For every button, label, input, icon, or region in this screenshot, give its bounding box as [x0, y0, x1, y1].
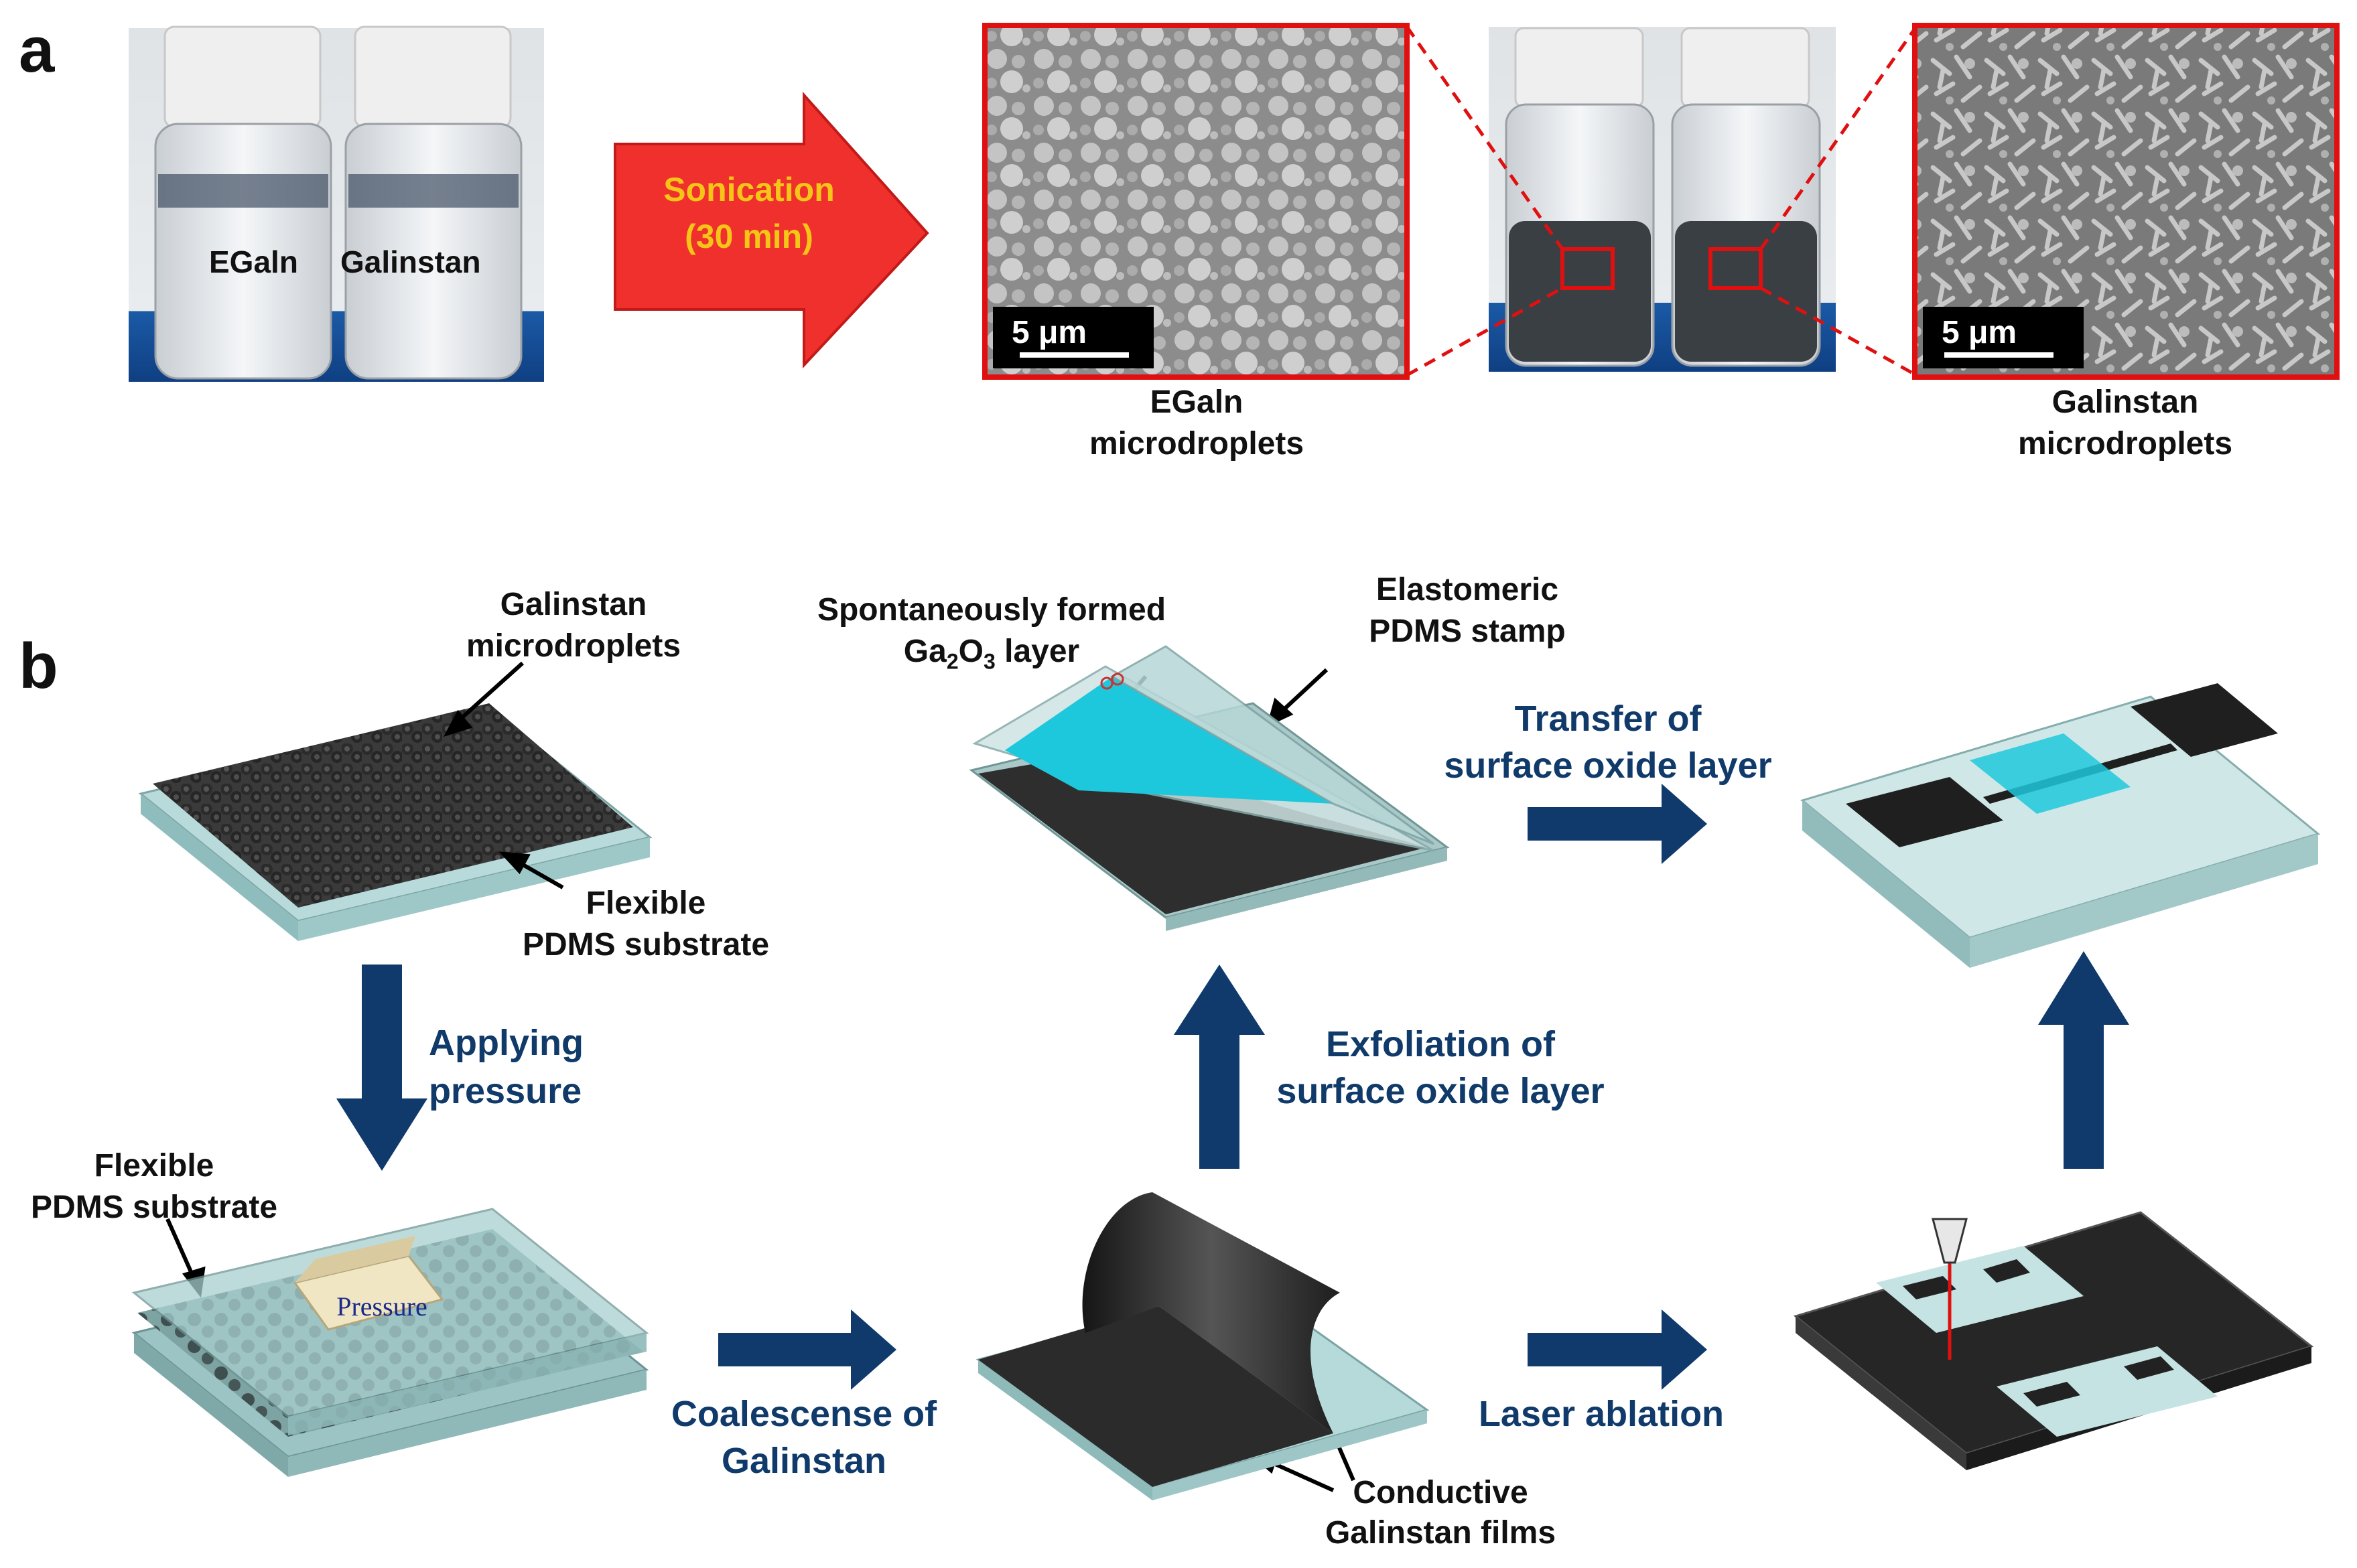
sonication-label: Sonication [663, 171, 835, 208]
panel-b-letter: b [19, 630, 58, 702]
droplet-substrate-illustration [138, 703, 653, 941]
label-coalescence-2: Galinstan [721, 1441, 887, 1481]
pressure-arrow [336, 965, 427, 1171]
panel-a-letter: a [19, 14, 55, 86]
label-pressure: Pressure [336, 1291, 427, 1322]
exfoliation-arrow [1174, 965, 1265, 1169]
caption-galinstan-line2: microdroplets [2017, 426, 2233, 461]
caption-egain-line2: microdroplets [1089, 426, 1304, 461]
label-transfer-2: surface oxide layer [1444, 745, 1772, 786]
label-conductive-films-2: Galinstan films [1325, 1515, 1556, 1551]
sem-galinstan-image [1912, 23, 2340, 380]
right-up-arrow [2038, 951, 2129, 1169]
transfer-arrow [1528, 784, 1707, 864]
scale-bar-right-label: 5 μm [1942, 315, 2017, 350]
label-flexible-substrate-bottom-1: Flexible [94, 1148, 214, 1184]
label-applying-pressure-1: Applying [429, 1023, 584, 1063]
photo-dark-vials [1489, 27, 1836, 372]
sem-egain-image [982, 23, 1410, 380]
label-applying-pressure-2: pressure [429, 1071, 582, 1111]
label-oxide-layer-2: Ga2O3 layer [903, 634, 1080, 674]
label-transfer-1: Transfer of [1514, 699, 1702, 739]
label-exfoliation-1: Exfoliation of [1326, 1024, 1555, 1064]
photo-clear-vials [129, 25, 544, 382]
zoom-lines [1405, 25, 1918, 377]
pressed-sandwich-illustration [131, 1208, 649, 1477]
coalescence-arrow [718, 1309, 896, 1390]
label-flexible-substrate-top-1: Flexible [586, 885, 706, 921]
label-oxide-layer-1: Spontaneously formed [817, 592, 1166, 628]
label-laser-ablation: Laser ablation [1478, 1394, 1725, 1434]
exfoliation-illustration [969, 645, 1450, 931]
label-exfoliation-2: surface oxide layer [1276, 1071, 1605, 1111]
caption-galinstan-line1: Galinstan [2051, 384, 2199, 420]
conductive-films-illustration [975, 1192, 1430, 1500]
vial-label-egain: EGaln [209, 244, 298, 279]
label-flexible-substrate-top-2: PDMS substrate [522, 927, 770, 963]
laser-ablation-illustration [1793, 1211, 2314, 1470]
final-device-illustration [1800, 683, 2321, 968]
scale-bar-left-label: 5 μm [1012, 315, 1087, 350]
label-flexible-substrate-bottom-2: PDMS substrate [30, 1190, 278, 1225]
vial-label-galinstan: Galinstan [340, 244, 481, 279]
label-pdms-stamp-2: PDMS stamp [1369, 614, 1566, 649]
label-galinstan-microdroplets-1: Galinstan [500, 587, 647, 622]
laser-ablation-arrow [1528, 1309, 1707, 1390]
label-conductive-films-1: Conductive [1353, 1475, 1528, 1510]
label-coalescence-1: Coalescense of [671, 1394, 937, 1434]
caption-egain-line1: EGaln [1150, 384, 1243, 420]
sonication-duration: (30 min) [685, 218, 813, 255]
label-galinstan-microdroplets-2: microdroplets [466, 628, 681, 664]
label-pdms-stamp-1: Elastomeric [1375, 572, 1559, 608]
sonication-arrow [614, 91, 929, 369]
